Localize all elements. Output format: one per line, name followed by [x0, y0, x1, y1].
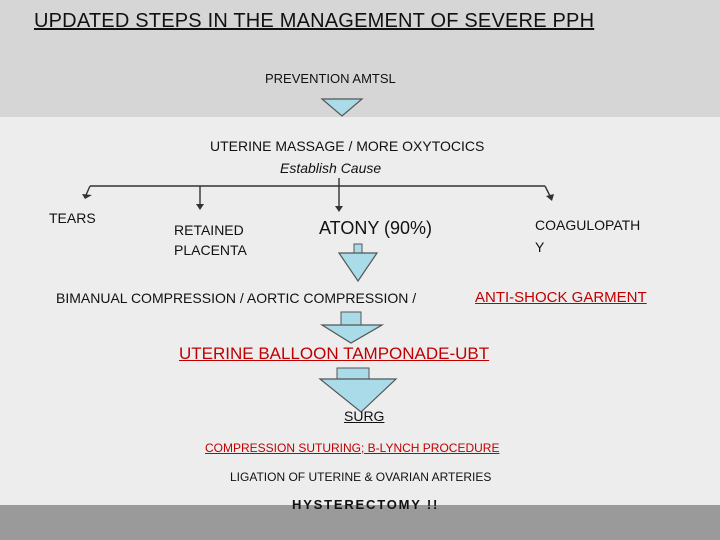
retained-line-1: RETAINED — [174, 222, 244, 238]
cause-retained-placenta: RETAINED PLACENTA — [174, 220, 247, 260]
arrow-compression-to-ubt — [319, 311, 385, 344]
coag-line-1: COAGULOPATH — [535, 217, 641, 233]
cause-atony: ATONY (90%) — [319, 218, 433, 238]
compression-step: BIMANUAL COMPRESSION / AORTIC COMPRESSIO… — [56, 290, 417, 306]
footer-band — [0, 505, 720, 540]
anti-shock-garment: ANTI-SHOCK GARMENT — [475, 289, 647, 306]
slide-title: UPDATED STEPS IN THE MANAGEMENT OF SEVER… — [34, 10, 595, 32]
balloon-tamponade-step: UTERINE BALLOON TAMPONADE-UBT — [179, 344, 490, 363]
arrow-ubt-to-surgery — [318, 367, 398, 413]
cause-coagulopathy: COAGULOPATH Y — [535, 214, 640, 258]
massage-step: UTERINE MASSAGE / MORE OXYTOCICS — [210, 138, 485, 154]
surgery-label: SURG — [344, 408, 385, 424]
cause-tears: TEARS — [49, 210, 96, 226]
retained-line-2: PLACENTA — [174, 242, 247, 258]
branch-connector — [85, 178, 551, 207]
arrow-prevention-to-massage — [320, 98, 364, 117]
artery-ligation-step: LIGATION OF UTERINE & OVARIAN ARTERIES — [230, 470, 492, 484]
branch-arrowheads — [82, 194, 554, 212]
header-band — [0, 0, 720, 117]
arrow-atony-to-compression — [337, 243, 379, 283]
coag-line-2: Y — [535, 239, 545, 255]
establish-cause-label: Establish Cause — [280, 160, 382, 176]
hysterectomy-step: HYSTERECTOMY !! — [292, 497, 440, 512]
prevention-step: PREVENTION AMTSL — [265, 71, 396, 86]
compression-suturing-step: COMPRESSION SUTURING; B-LYNCH PROCEDURE — [205, 441, 500, 455]
